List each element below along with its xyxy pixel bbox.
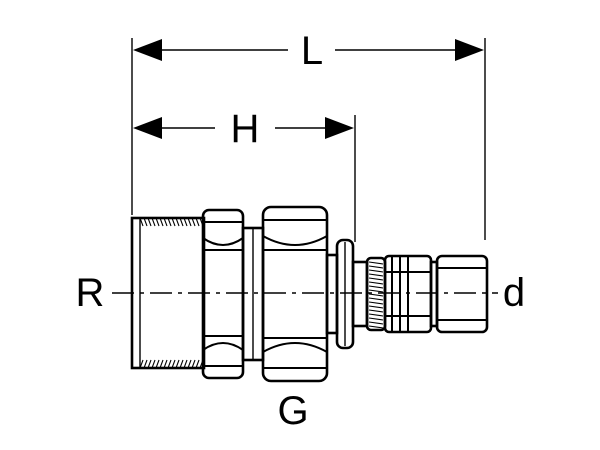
hatch-line [195,217,200,227]
hatch-line [139,217,144,227]
hatch-line [159,359,164,369]
hatch-line [368,325,384,329]
hatch-line [171,217,176,227]
hatch-line [187,217,192,227]
label-thread: R [76,271,105,315]
hatch-line [368,261,384,265]
hatch-line [163,217,168,227]
hex-nut-outline [261,205,329,383]
hatch-line [175,217,180,227]
hatch-line [179,359,184,369]
hatch-line [187,359,192,369]
arrowhead-l-right [455,39,484,61]
hatch-line [368,309,384,313]
hatch-line [368,321,384,325]
label-length: L [301,29,323,73]
label-diameter: d [503,271,525,315]
hatch-line [151,217,156,227]
hex-nut-g [261,205,329,383]
grip-ring-knurl [368,261,384,329]
hatch-line [195,359,200,369]
hatch-line [155,217,160,227]
hatch-line [147,359,152,369]
spigot-tip [435,254,489,334]
hatch-line [368,317,384,321]
hatch-line [368,285,384,289]
collar [241,226,265,362]
hatch-line [147,217,152,227]
hatch-line [151,359,156,369]
label-nut: G [277,389,308,433]
hatch-line [171,359,176,369]
hex-nut-body [201,208,245,380]
hex-body-outline [201,208,245,380]
hatch-line [183,359,188,369]
hatch-line [368,269,384,273]
arrowhead-h-left [133,117,162,139]
dimension-l: L [131,29,486,240]
hatch-line [368,297,384,301]
hatch-line [191,217,196,227]
hatch-line [368,305,384,309]
hatch-line [368,301,384,305]
hatch-line [143,359,148,369]
hatch-line [167,217,172,227]
hatch-line [368,277,384,281]
hatch-line [368,289,384,293]
label-height: H [231,107,260,151]
dimension-h: H [133,107,356,242]
arrowhead-l-left [133,39,162,61]
arrowhead-h-right [325,117,354,139]
hatch-line [159,217,164,227]
hatch-line [183,217,188,227]
hatch-line [155,359,160,369]
hatch-line [179,217,184,227]
hatch-line [368,313,384,317]
hatch-line [368,293,384,297]
spigot-shoulder [351,260,369,328]
hatch-line [163,359,168,369]
hatch-line [191,359,196,369]
thread-teeth-bottom [139,359,204,369]
hatch-line [368,281,384,285]
neck [325,253,339,335]
hatch-line [175,359,180,369]
spigot [351,254,489,334]
hatch-line [167,359,172,369]
hatch-line [139,359,144,369]
hatch-line [368,265,384,269]
hatch-line [143,217,148,227]
hatch-line [368,273,384,277]
